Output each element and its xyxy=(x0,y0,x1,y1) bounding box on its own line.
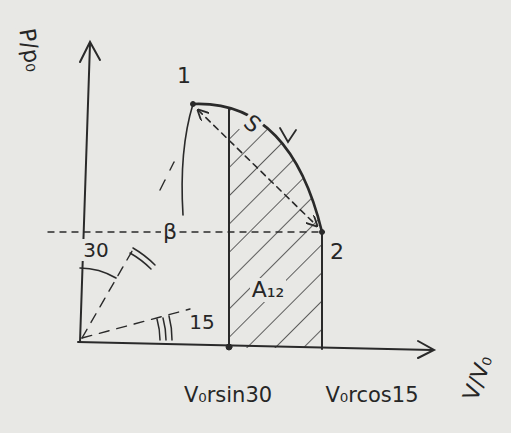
tick-mark xyxy=(170,162,174,170)
area-label: A₁₂ xyxy=(250,278,287,302)
angle-label: 30 xyxy=(81,239,110,261)
side-curve xyxy=(182,104,193,215)
angle-arc xyxy=(163,318,166,340)
volume-line xyxy=(321,232,323,349)
state-number: 2 xyxy=(328,240,346,264)
area-hatching xyxy=(180,90,340,360)
state-dot xyxy=(320,230,325,235)
process-curve xyxy=(193,104,322,232)
pressure-axis xyxy=(80,44,90,342)
volume-line xyxy=(228,108,230,346)
angle-arc xyxy=(169,316,172,340)
axis-value: V₀rsin30 xyxy=(182,384,274,407)
angle-label: 15 xyxy=(187,311,216,333)
angle-arc xyxy=(157,319,160,340)
angle-arc xyxy=(130,253,151,269)
axis-arrow xyxy=(418,341,434,358)
axis-label: V/V₀ xyxy=(458,350,498,406)
state-dot xyxy=(191,102,196,107)
axis-arrow xyxy=(80,42,100,62)
angle-arc xyxy=(133,248,155,265)
direction-arrow xyxy=(280,128,296,142)
angle-arc xyxy=(80,268,116,278)
pressure-guide xyxy=(48,231,320,232)
state-number: 1 xyxy=(175,64,193,88)
volume-axis xyxy=(78,342,432,350)
tick-mark xyxy=(160,180,165,190)
angle-ray xyxy=(82,309,190,338)
axis-label: P/p₀ xyxy=(14,25,46,76)
axis-dot xyxy=(226,344,232,350)
area-label: S xyxy=(237,109,266,139)
axis-value: V₀rcos15 xyxy=(323,384,420,407)
angle-label: β xyxy=(161,220,179,244)
